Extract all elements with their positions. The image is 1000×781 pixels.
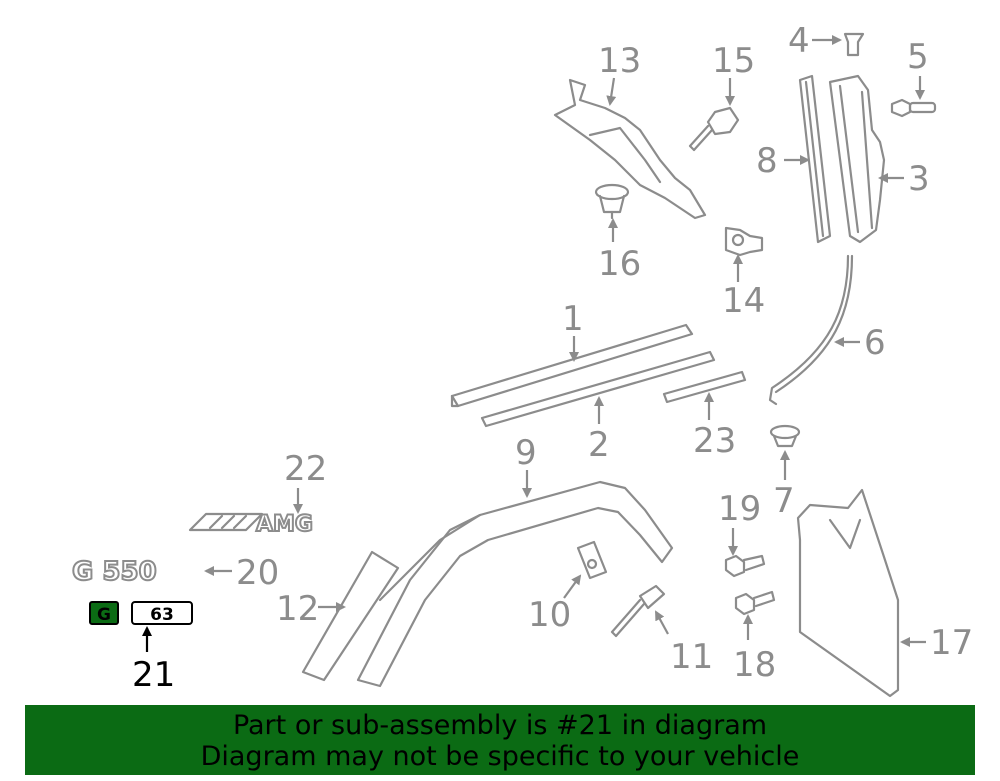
part-21-g63-emblem: G 63 bbox=[89, 601, 193, 625]
part-7-clip bbox=[769, 424, 801, 448]
callout-16: 16 bbox=[598, 244, 641, 284]
part-3-pillar-trim bbox=[828, 74, 886, 244]
part-1-molding bbox=[450, 323, 694, 408]
callout-4: 4 bbox=[788, 21, 810, 61]
callout-19: 19 bbox=[718, 489, 761, 529]
banner-line-1: Part or sub-assembly is #21 in diagram bbox=[232, 710, 768, 741]
part-20-g550-emblem: G 550 bbox=[71, 556, 158, 588]
callout-10: 10 bbox=[528, 595, 571, 635]
part-22-amg-emblem: AMG bbox=[188, 511, 314, 538]
part-11-rivet bbox=[610, 584, 666, 638]
g63-letter: G bbox=[97, 605, 111, 625]
callout-21: 21 bbox=[132, 655, 175, 695]
info-banner: Part or sub-assembly is #21 in diagram D… bbox=[25, 705, 975, 775]
amg-emblem-text: AMG bbox=[256, 512, 313, 537]
callout-22: 22 bbox=[284, 449, 327, 489]
callout-18: 18 bbox=[733, 645, 776, 685]
g550-emblem-text: G 550 bbox=[72, 557, 157, 587]
part-17-mud-flap bbox=[796, 488, 900, 698]
part-18-bolt bbox=[734, 590, 776, 616]
part-2-molding bbox=[480, 350, 716, 428]
g63-number: 63 bbox=[150, 605, 174, 625]
callout-3: 3 bbox=[908, 159, 930, 199]
callout-12: 12 bbox=[276, 589, 319, 629]
part-8-seal bbox=[798, 74, 832, 244]
part-5-screw bbox=[890, 98, 937, 118]
callout-23: 23 bbox=[693, 421, 736, 461]
part-16-clip bbox=[594, 183, 630, 220]
callout-6: 6 bbox=[864, 323, 886, 363]
callout-17: 17 bbox=[930, 623, 973, 663]
part-10-nut-plate bbox=[576, 540, 608, 580]
callout-9: 9 bbox=[515, 433, 537, 473]
callout-20: 20 bbox=[236, 553, 279, 593]
part-19-bolt bbox=[724, 554, 766, 578]
callout-13: 13 bbox=[598, 41, 641, 81]
part-9-fender-flare bbox=[356, 480, 674, 688]
part-6-strip bbox=[768, 254, 854, 406]
part-15-bolt bbox=[688, 106, 740, 152]
callout-11: 11 bbox=[670, 637, 713, 677]
part-12-trim bbox=[301, 550, 400, 682]
callout-14: 14 bbox=[722, 281, 765, 321]
part-13-bracket bbox=[553, 78, 707, 220]
part-4-cap bbox=[843, 32, 865, 57]
part-23-molding bbox=[662, 370, 747, 404]
callout-7: 7 bbox=[773, 481, 795, 521]
callout-8: 8 bbox=[756, 141, 778, 181]
callout-15: 15 bbox=[712, 41, 755, 81]
part-14-fastener bbox=[724, 226, 764, 257]
callout-5: 5 bbox=[907, 37, 929, 77]
callout-2: 2 bbox=[588, 425, 610, 465]
parts-diagram: 13 15 16 14 4 5 8 3 bbox=[71, 21, 973, 698]
banner-line-2: Diagram may not be specific to your vehi… bbox=[200, 741, 800, 772]
callout-1: 1 bbox=[562, 299, 584, 339]
